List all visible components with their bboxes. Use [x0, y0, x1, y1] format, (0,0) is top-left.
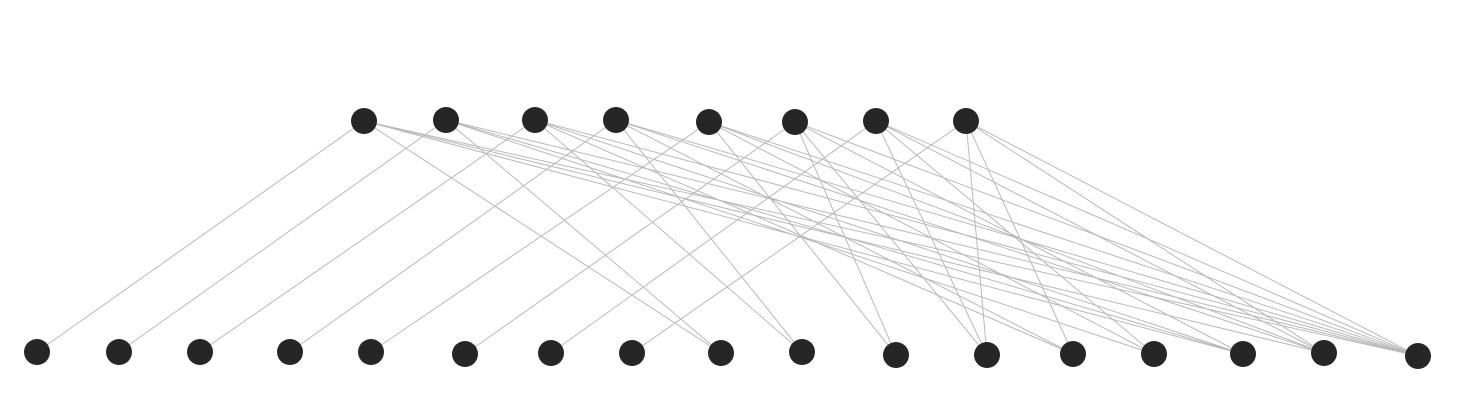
edge-t5-b5: [370, 121, 710, 353]
edge-t7-b16: [875, 120, 1325, 354]
edge-t5-b17: [708, 121, 1419, 357]
node-t2: [433, 107, 459, 133]
edge-t1-b1: [36, 120, 365, 353]
node-b8: [619, 340, 645, 366]
nodes-layer: [24, 107, 1431, 369]
node-b1: [24, 339, 50, 365]
edge-t1-b15: [363, 120, 1244, 355]
edge-t4-b10: [615, 119, 803, 353]
node-b11: [883, 342, 909, 368]
edge-t7-b7: [550, 120, 877, 354]
edge-t8-b17: [965, 120, 1419, 357]
node-b2: [106, 339, 132, 365]
node-t4: [603, 107, 629, 133]
node-b13: [1060, 341, 1086, 367]
edge-t6-b17: [794, 121, 1419, 357]
edge-t8-b8: [631, 120, 967, 354]
node-t6: [782, 109, 808, 135]
edge-t8-b16: [965, 120, 1325, 354]
edge-t7-b14: [875, 120, 1155, 355]
edge-t2-b9: [445, 119, 722, 354]
node-b4: [277, 339, 303, 365]
edge-t8-b13: [965, 120, 1074, 355]
edge-t8-b12: [965, 120, 988, 356]
edge-t4-b4: [289, 119, 617, 353]
node-b6: [452, 341, 478, 367]
edge-t2-b2: [118, 119, 447, 353]
edges-layer: [36, 119, 1419, 357]
node-b14: [1141, 341, 1167, 367]
edge-t1-b9: [363, 120, 722, 354]
node-b15: [1230, 341, 1256, 367]
edge-t3-b13: [534, 119, 1074, 355]
node-b12: [974, 342, 1000, 368]
node-b5: [358, 339, 384, 365]
edge-t4-b16: [615, 119, 1325, 354]
node-b3: [187, 339, 213, 365]
node-t7: [863, 108, 889, 134]
node-t1: [351, 108, 377, 134]
edge-t3-b3: [199, 119, 536, 353]
edge-t6-b15: [794, 121, 1244, 355]
edge-t6-b6: [464, 121, 796, 355]
edge-t3-b15: [534, 119, 1244, 355]
node-b9: [708, 340, 734, 366]
node-b10: [789, 339, 815, 365]
node-b16: [1311, 340, 1337, 366]
edge-t3-b10: [534, 119, 803, 353]
edge-t2-b14: [445, 119, 1155, 355]
node-t8: [953, 108, 979, 134]
node-t3: [522, 107, 548, 133]
node-b7: [538, 340, 564, 366]
edge-t6-b11: [794, 121, 897, 356]
edge-t7-b12: [875, 120, 988, 356]
edge-t6-b12: [794, 121, 988, 356]
node-b17: [1405, 343, 1431, 369]
node-t5: [696, 109, 722, 135]
